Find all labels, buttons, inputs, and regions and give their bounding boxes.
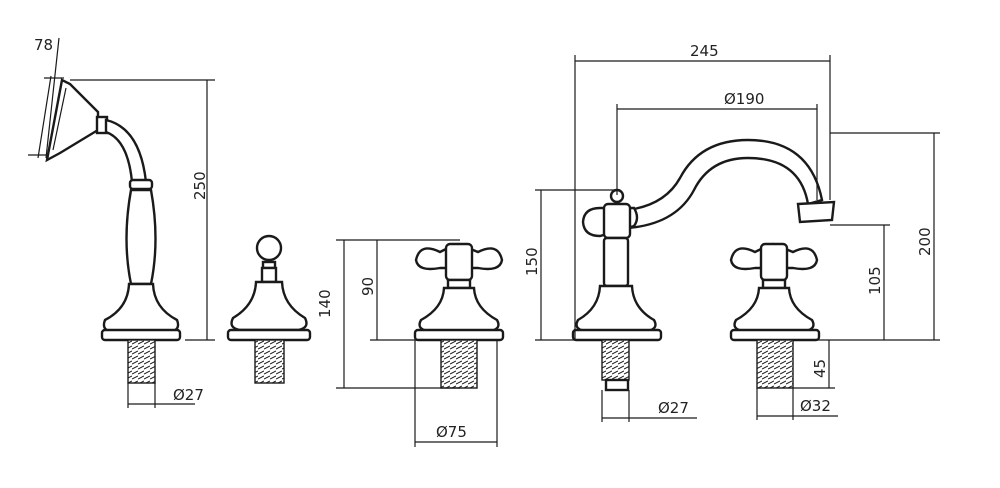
dim-spout-total-height: 200 — [916, 227, 934, 256]
dim-tap-handle-height: 90 — [359, 277, 377, 296]
spout-thread — [601, 339, 630, 381]
dim-spout-outlet-height: 105 — [866, 266, 884, 295]
right-tap-thread — [756, 339, 794, 389]
dim-spout-thread: Ø27 — [658, 399, 689, 417]
right-tap-dimensions: 45 Ø32 — [756, 340, 838, 420]
tap-thread — [440, 339, 478, 389]
spout-outlet — [796, 200, 836, 224]
hand-shower-base — [102, 282, 180, 334]
dim-tap-thread: Ø32 — [800, 397, 831, 415]
dim-spout-body-height: 150 — [523, 247, 541, 276]
hand-shower-head — [45, 78, 100, 163]
diverter-thread — [254, 339, 285, 384]
dim-handshower-thread: Ø27 — [173, 386, 204, 404]
hand-shower-thread — [127, 339, 156, 384]
dim-tap-total-height: 140 — [316, 289, 334, 318]
spout-column — [602, 236, 630, 288]
cross-tap-center — [413, 242, 505, 389]
diverter-knob — [226, 234, 312, 384]
dim-handshower-height: 250 — [191, 171, 209, 200]
cross-tap-right — [729, 242, 821, 389]
tap-dimensions: 140 90 Ø75 — [316, 239, 498, 447]
hand-shower — [45, 78, 182, 384]
dim-spout-reach: 245 — [690, 42, 719, 60]
dim-spout-span: Ø190 — [724, 90, 764, 108]
spout-arm — [626, 138, 824, 230]
dim-thread-length: 45 — [811, 359, 829, 378]
diverter-knob-head — [255, 234, 283, 262]
spout-dimensions: 245 Ø190 150 200 105 Ø27 — [523, 42, 940, 422]
dim-tap-base-diameter: Ø75 — [436, 423, 467, 441]
spout — [571, 138, 836, 392]
hand-shower-handle — [125, 188, 157, 286]
hand-shower-dimensions: 78 250 Ø27 — [28, 36, 215, 408]
hand-shower-hose — [104, 118, 148, 184]
dim-handshower-tilt: 78 — [34, 36, 53, 54]
